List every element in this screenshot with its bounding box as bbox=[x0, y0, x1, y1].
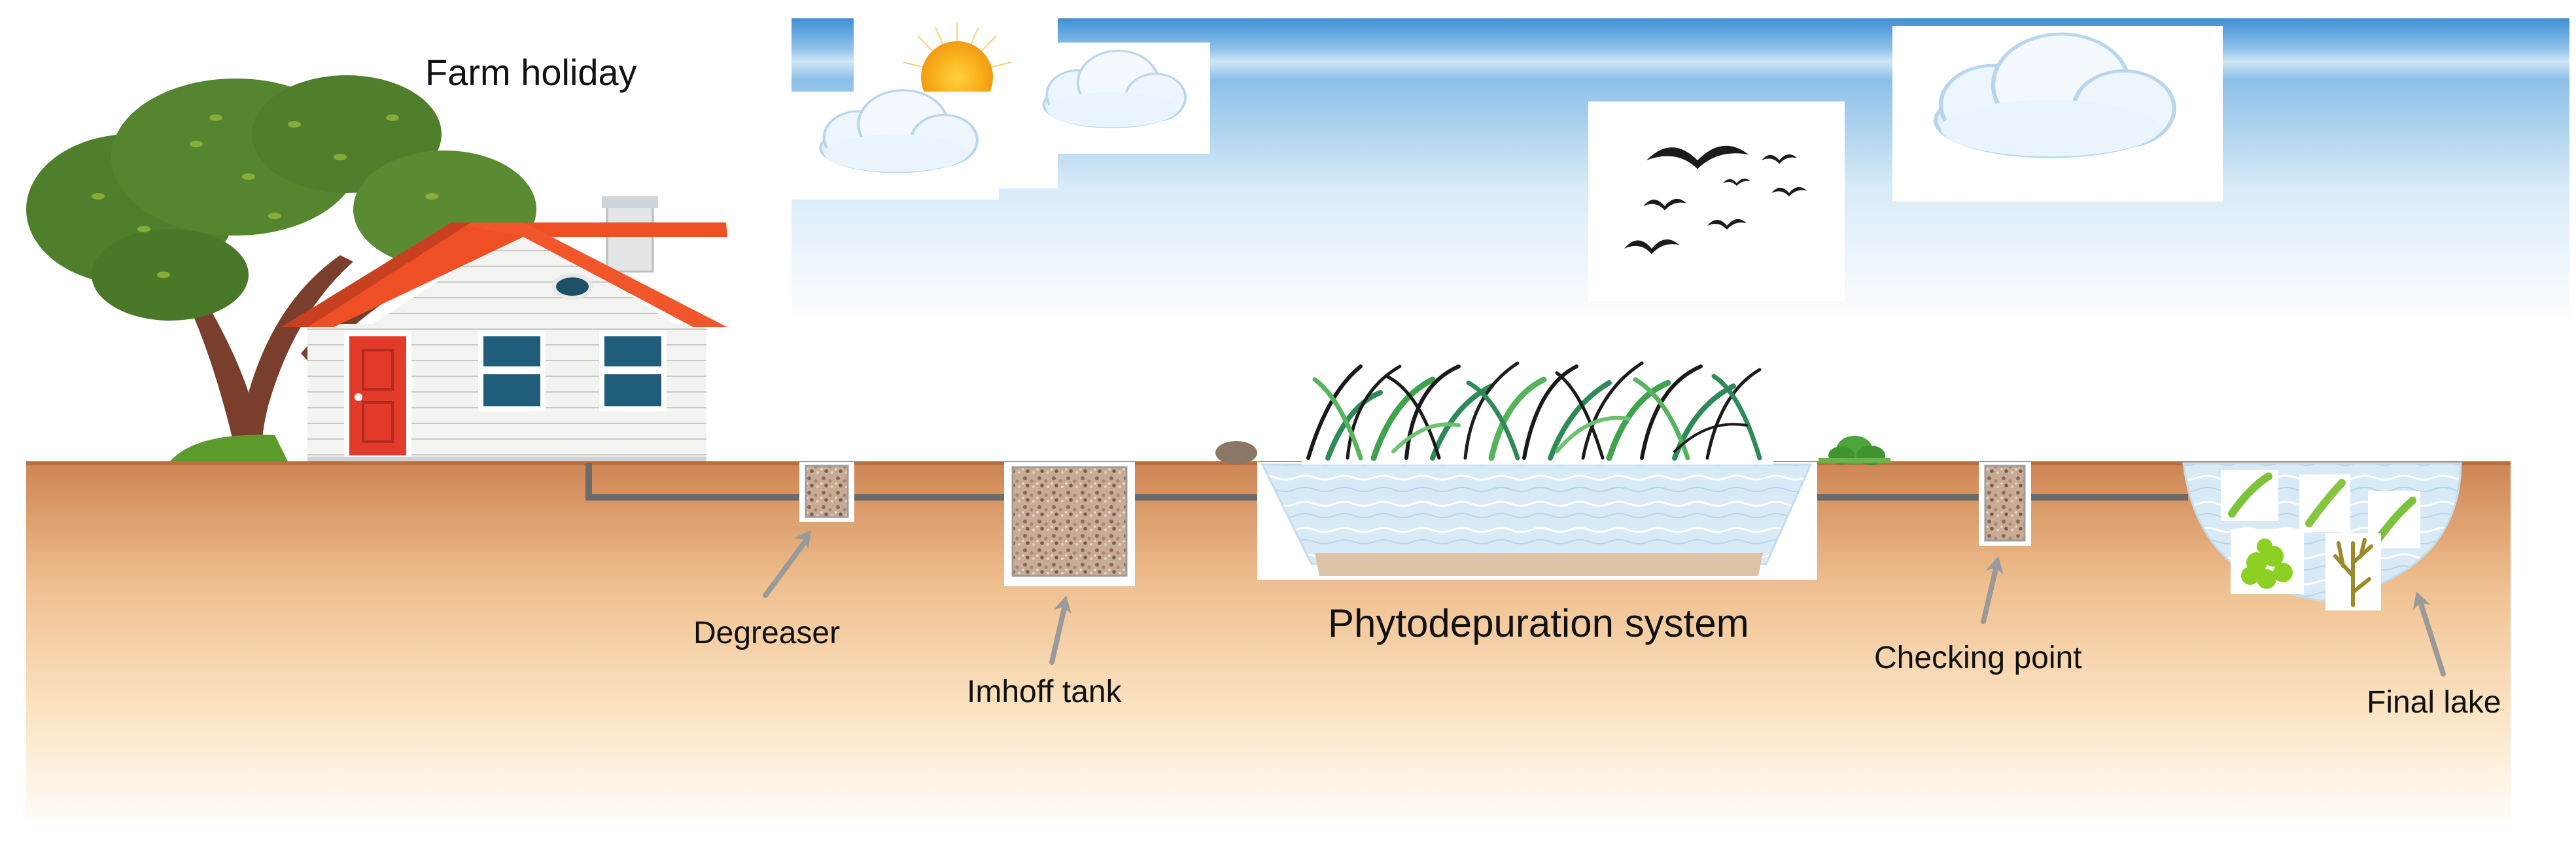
checking-point-well bbox=[1979, 462, 2031, 546]
bush-icon bbox=[1819, 436, 1890, 465]
imhoff-tank-label: Imhoff tank bbox=[967, 675, 1122, 709]
plants-icon bbox=[1302, 344, 1773, 465]
house-icon bbox=[281, 196, 727, 463]
degreaser-label: Degreaser bbox=[693, 616, 841, 650]
phytodepuration-label: Phytodepuration system bbox=[1328, 601, 1749, 645]
checking-point-label: Checking point bbox=[1874, 641, 2082, 675]
arrow-icon bbox=[2407, 588, 2446, 677]
cloud-icon bbox=[1892, 26, 2223, 202]
imhoff-tank bbox=[1004, 462, 1135, 586]
arrow-icon bbox=[1981, 554, 2008, 624]
final-lake-label: Final lake bbox=[2367, 685, 2501, 720]
phytodepuration-basin bbox=[1257, 462, 1817, 580]
diagram-title: Farm holiday bbox=[425, 52, 637, 93]
tree-icon bbox=[26, 75, 536, 461]
arrow-icon bbox=[1049, 593, 1075, 665]
algae-icon bbox=[2221, 470, 2420, 610]
birds-icon bbox=[1588, 101, 1845, 301]
cloud-icon bbox=[1013, 43, 1210, 154]
arrow-icon bbox=[763, 524, 819, 598]
pipe-line bbox=[585, 463, 2188, 501]
cloud-icon bbox=[792, 90, 999, 200]
degreaser-tank bbox=[799, 462, 854, 522]
rock-icon bbox=[1215, 441, 1257, 465]
